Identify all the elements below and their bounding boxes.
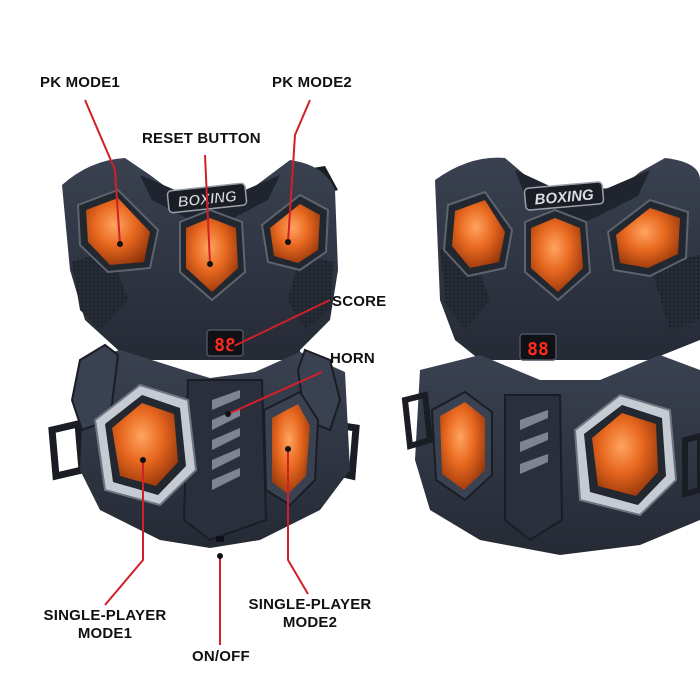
horn-label: HORN <box>330 350 375 367</box>
reset-button-pad <box>179 208 247 302</box>
pk-mode1-label: PK MODE1 <box>40 74 120 91</box>
dot-reset-button <box>207 261 213 267</box>
pk-mode2-pad <box>260 193 330 272</box>
callout-reset-button <box>204 154 211 265</box>
right-vest-pad-lower-right <box>573 393 678 517</box>
callout-score <box>231 299 331 348</box>
dot-score <box>229 344 235 350</box>
right-boxing-vest: BOXING 88 <box>401 157 700 555</box>
right-vest-buckle-2 <box>682 432 700 498</box>
right-vest-pad-lower-left <box>430 390 493 502</box>
single-player-mode1-line2: MODE1 <box>77 625 133 642</box>
dot-single-player-mode1 <box>140 457 146 463</box>
single-player-mode2-line2: MODE2 <box>282 614 338 631</box>
on-off-switch <box>216 536 224 542</box>
left-boxing-vest: BOXING 88 <box>48 158 360 548</box>
right-vest-buckle <box>401 391 434 450</box>
on-off-label: ON/OFF <box>192 648 250 665</box>
right-vest-pad-right <box>606 198 690 278</box>
score-digits: 88 <box>214 335 236 356</box>
single-player-mode1-line1: SINGLE-PLAYER <box>43 607 167 624</box>
callout-pk-mode1 <box>84 99 121 245</box>
dot-single-player-mode2 <box>285 446 291 452</box>
dot-pk-mode2 <box>285 239 291 245</box>
single-player-mode1-pad <box>93 383 198 507</box>
dot-horn <box>225 411 231 417</box>
score-display: 88 <box>206 329 244 357</box>
right-vest-horn-column <box>504 394 564 542</box>
pk-mode2-label: PK MODE2 <box>272 74 352 91</box>
dot-on-off <box>217 553 223 559</box>
right-vest-pad-center <box>524 208 592 302</box>
right-mesh <box>288 255 334 330</box>
single-player-mode1-label: SINGLE-PLAYER MODE1 <box>40 607 170 643</box>
score-label: SCORE <box>332 293 387 310</box>
right-logo-text: BOXING <box>534 186 595 208</box>
reset-button-label: RESET BUTTON <box>142 130 261 147</box>
callout-single-player-mode2 <box>287 449 309 595</box>
pk-mode1-pad <box>76 188 160 274</box>
right-vest-score-display: 88 <box>519 333 557 361</box>
callout-pk-mode2 <box>287 99 311 243</box>
horn-column <box>182 379 268 542</box>
callout-horn <box>227 371 323 415</box>
dot-pk-mode1 <box>117 241 123 247</box>
single-player-mode2-label: SINGLE-PLAYER MODE2 <box>245 596 375 632</box>
callout-lines <box>84 99 331 645</box>
left-buckle <box>48 419 86 481</box>
right-score-digits: 88 <box>527 339 549 360</box>
callout-single-player-mode1 <box>104 460 144 606</box>
right-vest-logo: BOXING <box>523 181 605 211</box>
single-player-mode2-line1: SINGLE-PLAYER <box>248 596 372 613</box>
right-vest-mesh-2 <box>650 255 700 330</box>
callout-dots <box>117 239 291 559</box>
right-vest-pad-left <box>442 190 514 278</box>
